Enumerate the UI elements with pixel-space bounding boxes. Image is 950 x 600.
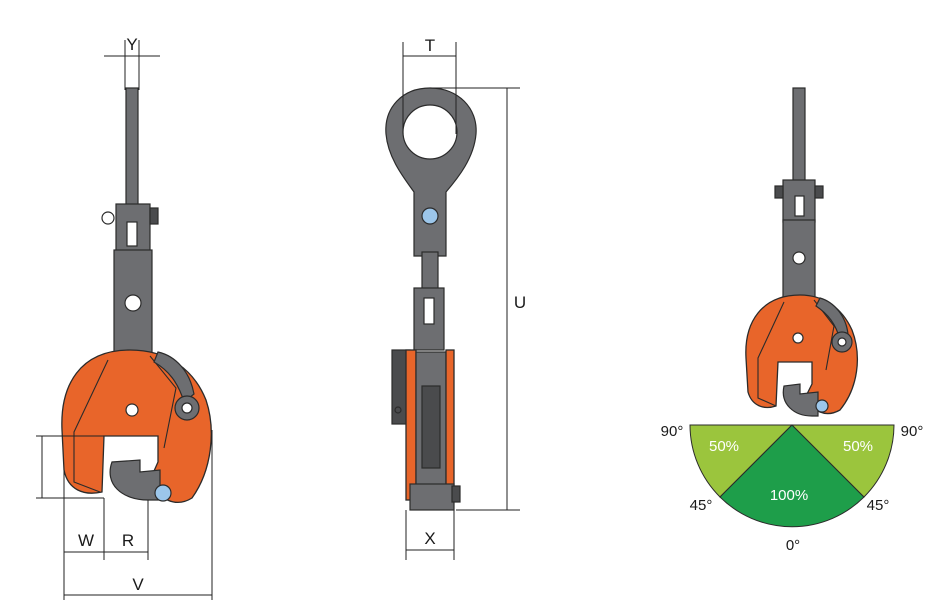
dim-t-label: T bbox=[425, 36, 435, 55]
side-link-slot bbox=[423, 297, 435, 325]
angle-lever-bolt-center bbox=[837, 337, 847, 347]
side-view-clamp: T U X bbox=[385, 36, 526, 560]
dim-u-label: U bbox=[514, 293, 526, 312]
angle-bottom: 0° bbox=[786, 537, 800, 554]
angle-jaw-pin bbox=[815, 399, 829, 413]
front-view-clamp: Y W R V bbox=[36, 35, 213, 600]
upper-link-slot bbox=[126, 221, 138, 247]
sector-center bbox=[719, 424, 865, 528]
side-bolt bbox=[394, 406, 402, 414]
sector-right-label: 50% bbox=[843, 438, 873, 455]
angle-left-mid: 45° bbox=[690, 497, 713, 514]
angle-right-top: 90° bbox=[901, 423, 924, 440]
dim-x-label: X bbox=[424, 529, 435, 548]
link-pivot bbox=[124, 294, 142, 312]
dim-v-label: V bbox=[132, 575, 144, 594]
angle-body-pivot bbox=[792, 332, 804, 344]
angle-right-nut bbox=[814, 185, 824, 199]
sector-right bbox=[790, 424, 895, 498]
body-pivot bbox=[125, 403, 139, 417]
angle-view-clamp bbox=[745, 87, 858, 417]
eye-ring-opening bbox=[402, 104, 458, 160]
sector-center-label: 100% bbox=[770, 487, 808, 504]
angle-left-top: 90° bbox=[661, 423, 684, 440]
dim-r-label: R bbox=[122, 531, 134, 550]
angle-left-nut bbox=[774, 185, 784, 199]
sector-left-label: 50% bbox=[709, 438, 739, 455]
eye-pin bbox=[421, 207, 439, 225]
side-nut-right bbox=[451, 485, 461, 503]
angle-link-pivot bbox=[792, 251, 806, 265]
dimension-y: Y bbox=[104, 35, 160, 90]
jaw-pin bbox=[154, 484, 172, 502]
angle-jaw-cam bbox=[782, 383, 819, 417]
dimension-jaw-height bbox=[36, 435, 104, 499]
side-body-left-plate bbox=[405, 349, 417, 501]
angle-load-chart: 50% 50% 100% 90° 90° 45° 45° 0° bbox=[661, 87, 924, 554]
dim-w-label: W bbox=[78, 531, 94, 550]
side-body-inner bbox=[421, 385, 441, 469]
dimension-u: U bbox=[430, 87, 526, 511]
dimension-w-r: W R bbox=[63, 470, 149, 600]
jaw-cam bbox=[109, 459, 161, 501]
angle-right-mid: 45° bbox=[867, 497, 890, 514]
side-body-bottom bbox=[409, 483, 455, 511]
shackle-rod bbox=[125, 87, 139, 207]
lock-bolt bbox=[101, 211, 115, 225]
dim-y-label: Y bbox=[126, 35, 137, 54]
lever-bolt-center bbox=[181, 402, 193, 414]
side-nut bbox=[149, 207, 159, 225]
dimension-x: X bbox=[405, 510, 455, 560]
sector-left bbox=[689, 424, 794, 498]
side-body-right-plate bbox=[445, 349, 455, 501]
dimension-v: V bbox=[64, 430, 213, 600]
eye-neck bbox=[421, 251, 439, 293]
cam-plate bbox=[73, 355, 177, 493]
angle-upper-slot bbox=[794, 195, 805, 217]
angle-shackle-rod bbox=[792, 87, 806, 184]
